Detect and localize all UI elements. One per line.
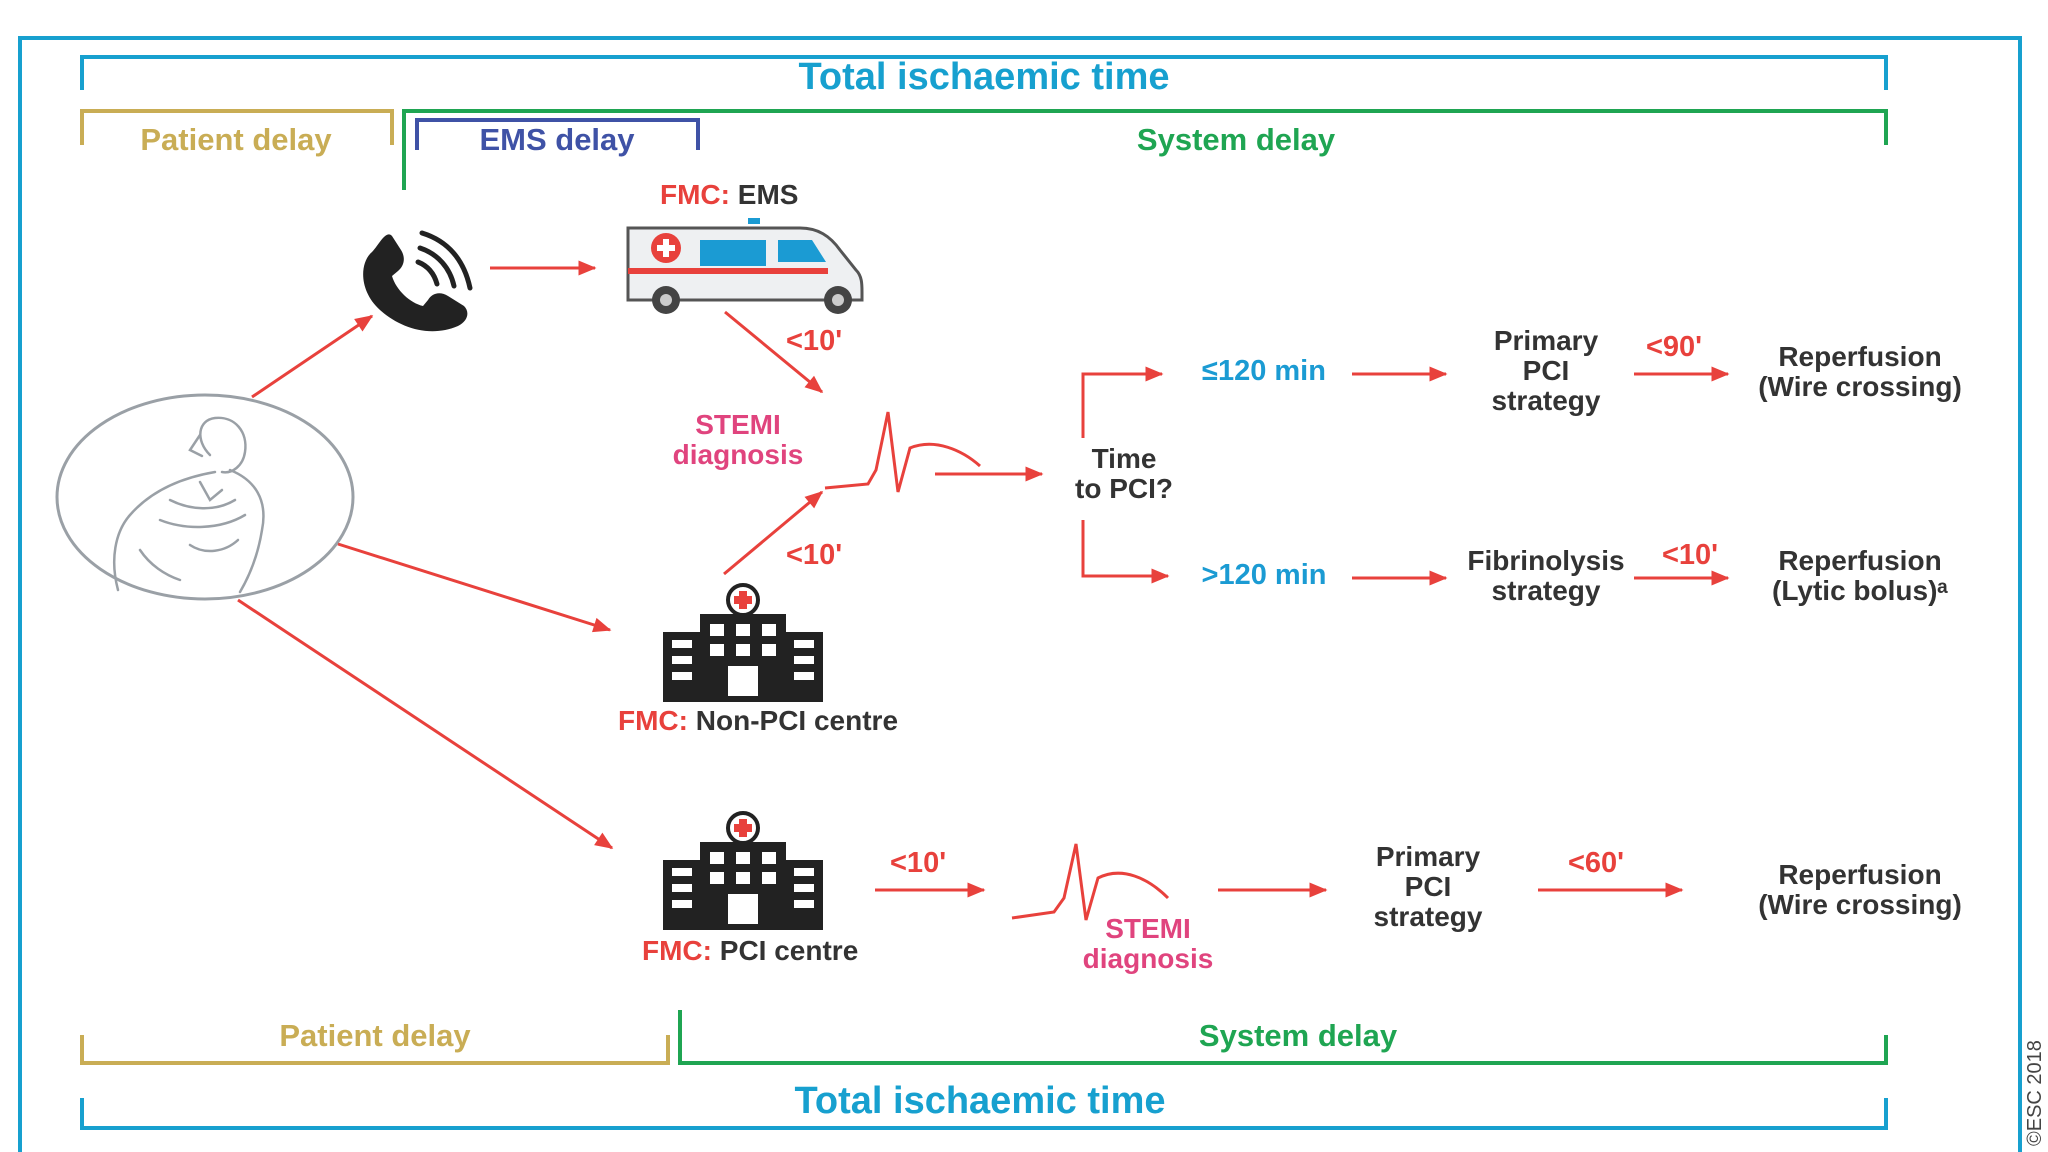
ems-delay-bracket — [415, 118, 700, 150]
fast-delay-time: <90' — [1645, 331, 1703, 363]
arrow-nonpci-to-stemi — [723, 490, 824, 576]
fmc-pci-label: FMC: PCI centre — [642, 936, 858, 965]
system-delay-bottom-label: System delay — [1198, 1018, 1398, 1053]
system-delay-top-label: System delay — [1136, 122, 1336, 157]
fast-strategy-line1: Primary — [1493, 325, 1599, 356]
nonpci-label: Non-PCI centre — [695, 705, 899, 736]
fast-strategy-line3: strategy — [1491, 385, 1601, 416]
stemi-top-line1: STEMI — [695, 409, 781, 440]
arrow-decision-to-slow — [1081, 520, 1170, 584]
stemi-top-line2: diagnosis — [672, 439, 804, 470]
fmc-ems-label: FMC: EMS — [660, 180, 798, 209]
pci-strategy-line3: strategy — [1373, 901, 1483, 932]
ems-delay-label: EMS delay — [479, 122, 635, 157]
hospital-icon — [663, 583, 823, 702]
hospital-icon — [663, 811, 823, 930]
arrow-ems-to-stemi — [724, 310, 824, 394]
system-delay-top-bracket — [402, 109, 1888, 190]
phone-icon — [363, 230, 473, 332]
slow-delay-time: <10' — [1661, 539, 1719, 571]
patient-delay-bottom-label: Patient delay — [279, 1018, 471, 1053]
ems-delay-time: <10' — [786, 325, 843, 357]
outer-frame — [18, 36, 2022, 1152]
fmc-nonpci-label: FMC: Non-PCI centre — [618, 706, 898, 735]
patient-icon — [55, 393, 355, 601]
fast-outcome-line1: Reperfusion — [1778, 341, 1942, 372]
pci-outcome-line1: Reperfusion — [1778, 859, 1942, 890]
slow-outcome-line1: Reperfusion — [1778, 545, 1942, 576]
system-delay-bottom-bracket — [678, 1010, 1888, 1065]
patient-delay-top-label: Patient delay — [140, 122, 332, 157]
total-time-top-bracket — [80, 55, 1888, 90]
decision-line1: Time — [1091, 443, 1157, 474]
slow-strategy-line2: strategy — [1491, 575, 1601, 606]
total-time-bottom-bracket — [80, 1098, 1888, 1130]
arrow-patient-to-phone — [251, 314, 374, 399]
nonpci-delay-time: <10' — [786, 539, 843, 571]
patient-delay-bottom-bracket — [80, 1035, 670, 1065]
pci-strategy-line2: PCI — [1404, 871, 1452, 902]
arrow-decision-to-fast — [1081, 366, 1164, 438]
fast-branch-time: ≤120 min — [1202, 355, 1326, 387]
pci-outcome-line2: (Wire crossing) — [1758, 889, 1962, 920]
ecg-icon — [1011, 843, 1170, 921]
slow-outcome-line2: (Lytic bolus)ᵃ — [1772, 575, 1948, 606]
fmc-prefix: FMC: — [618, 705, 688, 736]
ecg-icon — [824, 411, 981, 493]
fmc-prefix: FMC: — [660, 179, 730, 210]
ambulance-icon — [626, 218, 864, 314]
total-ischaemic-time-bottom: Total ischaemic time — [794, 1080, 1166, 1122]
copyright-notice: ©ESC 2018 — [2024, 1040, 2046, 1146]
slow-branch-time: >120 min — [1201, 559, 1327, 591]
slow-strategy-line1: Fibrinolysis — [1467, 545, 1625, 576]
patient-delay-top-bracket — [80, 109, 394, 145]
arrow-patient-to-pci — [237, 598, 614, 850]
pci-delay2-time: <60' — [1567, 847, 1625, 879]
pci-strategy-line1: Primary — [1375, 841, 1481, 872]
pci-stemi-line1: STEMI — [1105, 913, 1191, 944]
fmc-prefix: FMC: — [642, 935, 712, 966]
pci-stemi-line2: diagnosis — [1082, 943, 1214, 974]
total-ischaemic-time-top: Total ischaemic time — [798, 56, 1170, 98]
fast-strategy-line2: PCI — [1522, 355, 1570, 386]
arrow-patient-to-nonpci — [337, 542, 612, 633]
pci-delay1-time: <10' — [890, 847, 947, 879]
fast-outcome-line2: (Wire crossing) — [1758, 371, 1962, 402]
decision-line2: to PCI? — [1075, 473, 1173, 504]
pci-centre-label: PCI centre — [719, 935, 859, 966]
ems-label: EMS — [737, 179, 799, 210]
